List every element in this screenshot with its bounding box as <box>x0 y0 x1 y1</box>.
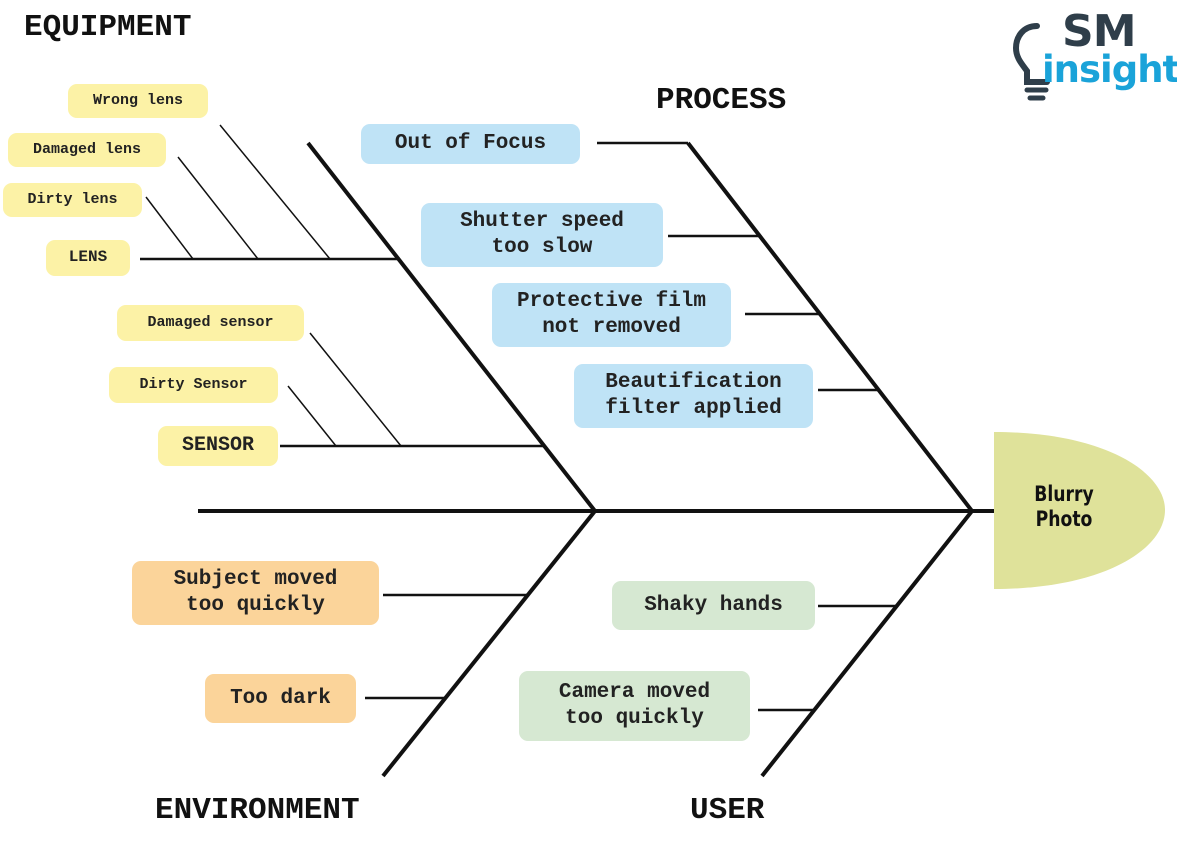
cause-dirty-lens: Dirty lens <box>3 183 142 217</box>
cause-out-of-focus: Out of Focus <box>361 124 580 164</box>
cause-shaky-hands: Shaky hands <box>612 581 815 630</box>
twig-damaged-lens <box>177 156 259 260</box>
cause-subject-moved: Subject moved too quickly <box>132 561 379 625</box>
twig-damaged-sensor <box>309 332 402 447</box>
bone-user <box>760 509 974 778</box>
fish-head <box>994 432 1165 589</box>
bone-process <box>686 141 974 513</box>
problem-label: Blurry Photo <box>1034 482 1094 532</box>
logo-sm-text: SM <box>1062 6 1136 57</box>
category-user: USER <box>690 793 765 828</box>
cause-shutter-speed: Shutter speed too slow <box>421 203 663 267</box>
cause-damaged-lens: Damaged lens <box>8 133 166 167</box>
category-environment: ENVIRONMENT <box>155 793 360 828</box>
cause-damaged-sensor: Damaged sensor <box>117 305 304 341</box>
sub-category-lens: LENS <box>46 240 130 276</box>
category-process: PROCESS <box>656 83 787 118</box>
bone-equipment <box>306 141 597 513</box>
twig-dirty-lens <box>145 196 194 260</box>
cause-protective-film: Protective film not removed <box>492 283 731 347</box>
cause-dirty-sensor: Dirty Sensor <box>109 367 278 403</box>
lightbulb-icon <box>1012 23 1050 101</box>
cause-too-dark: Too dark <box>205 674 356 723</box>
logo-insight-text: insight <box>1042 48 1177 91</box>
bone-environment <box>381 509 597 778</box>
sub-category-sensor: SENSOR <box>158 426 278 466</box>
twig-wrong-lens <box>219 124 331 260</box>
cause-wrong-lens: Wrong lens <box>68 84 208 118</box>
cause-camera-moved: Camera moved too quickly <box>519 671 750 741</box>
twig-dirty-sensor <box>287 385 337 447</box>
category-equipment: EQUIPMENT <box>24 10 192 45</box>
cause-beautification-filter: Beautification filter applied <box>574 364 813 428</box>
